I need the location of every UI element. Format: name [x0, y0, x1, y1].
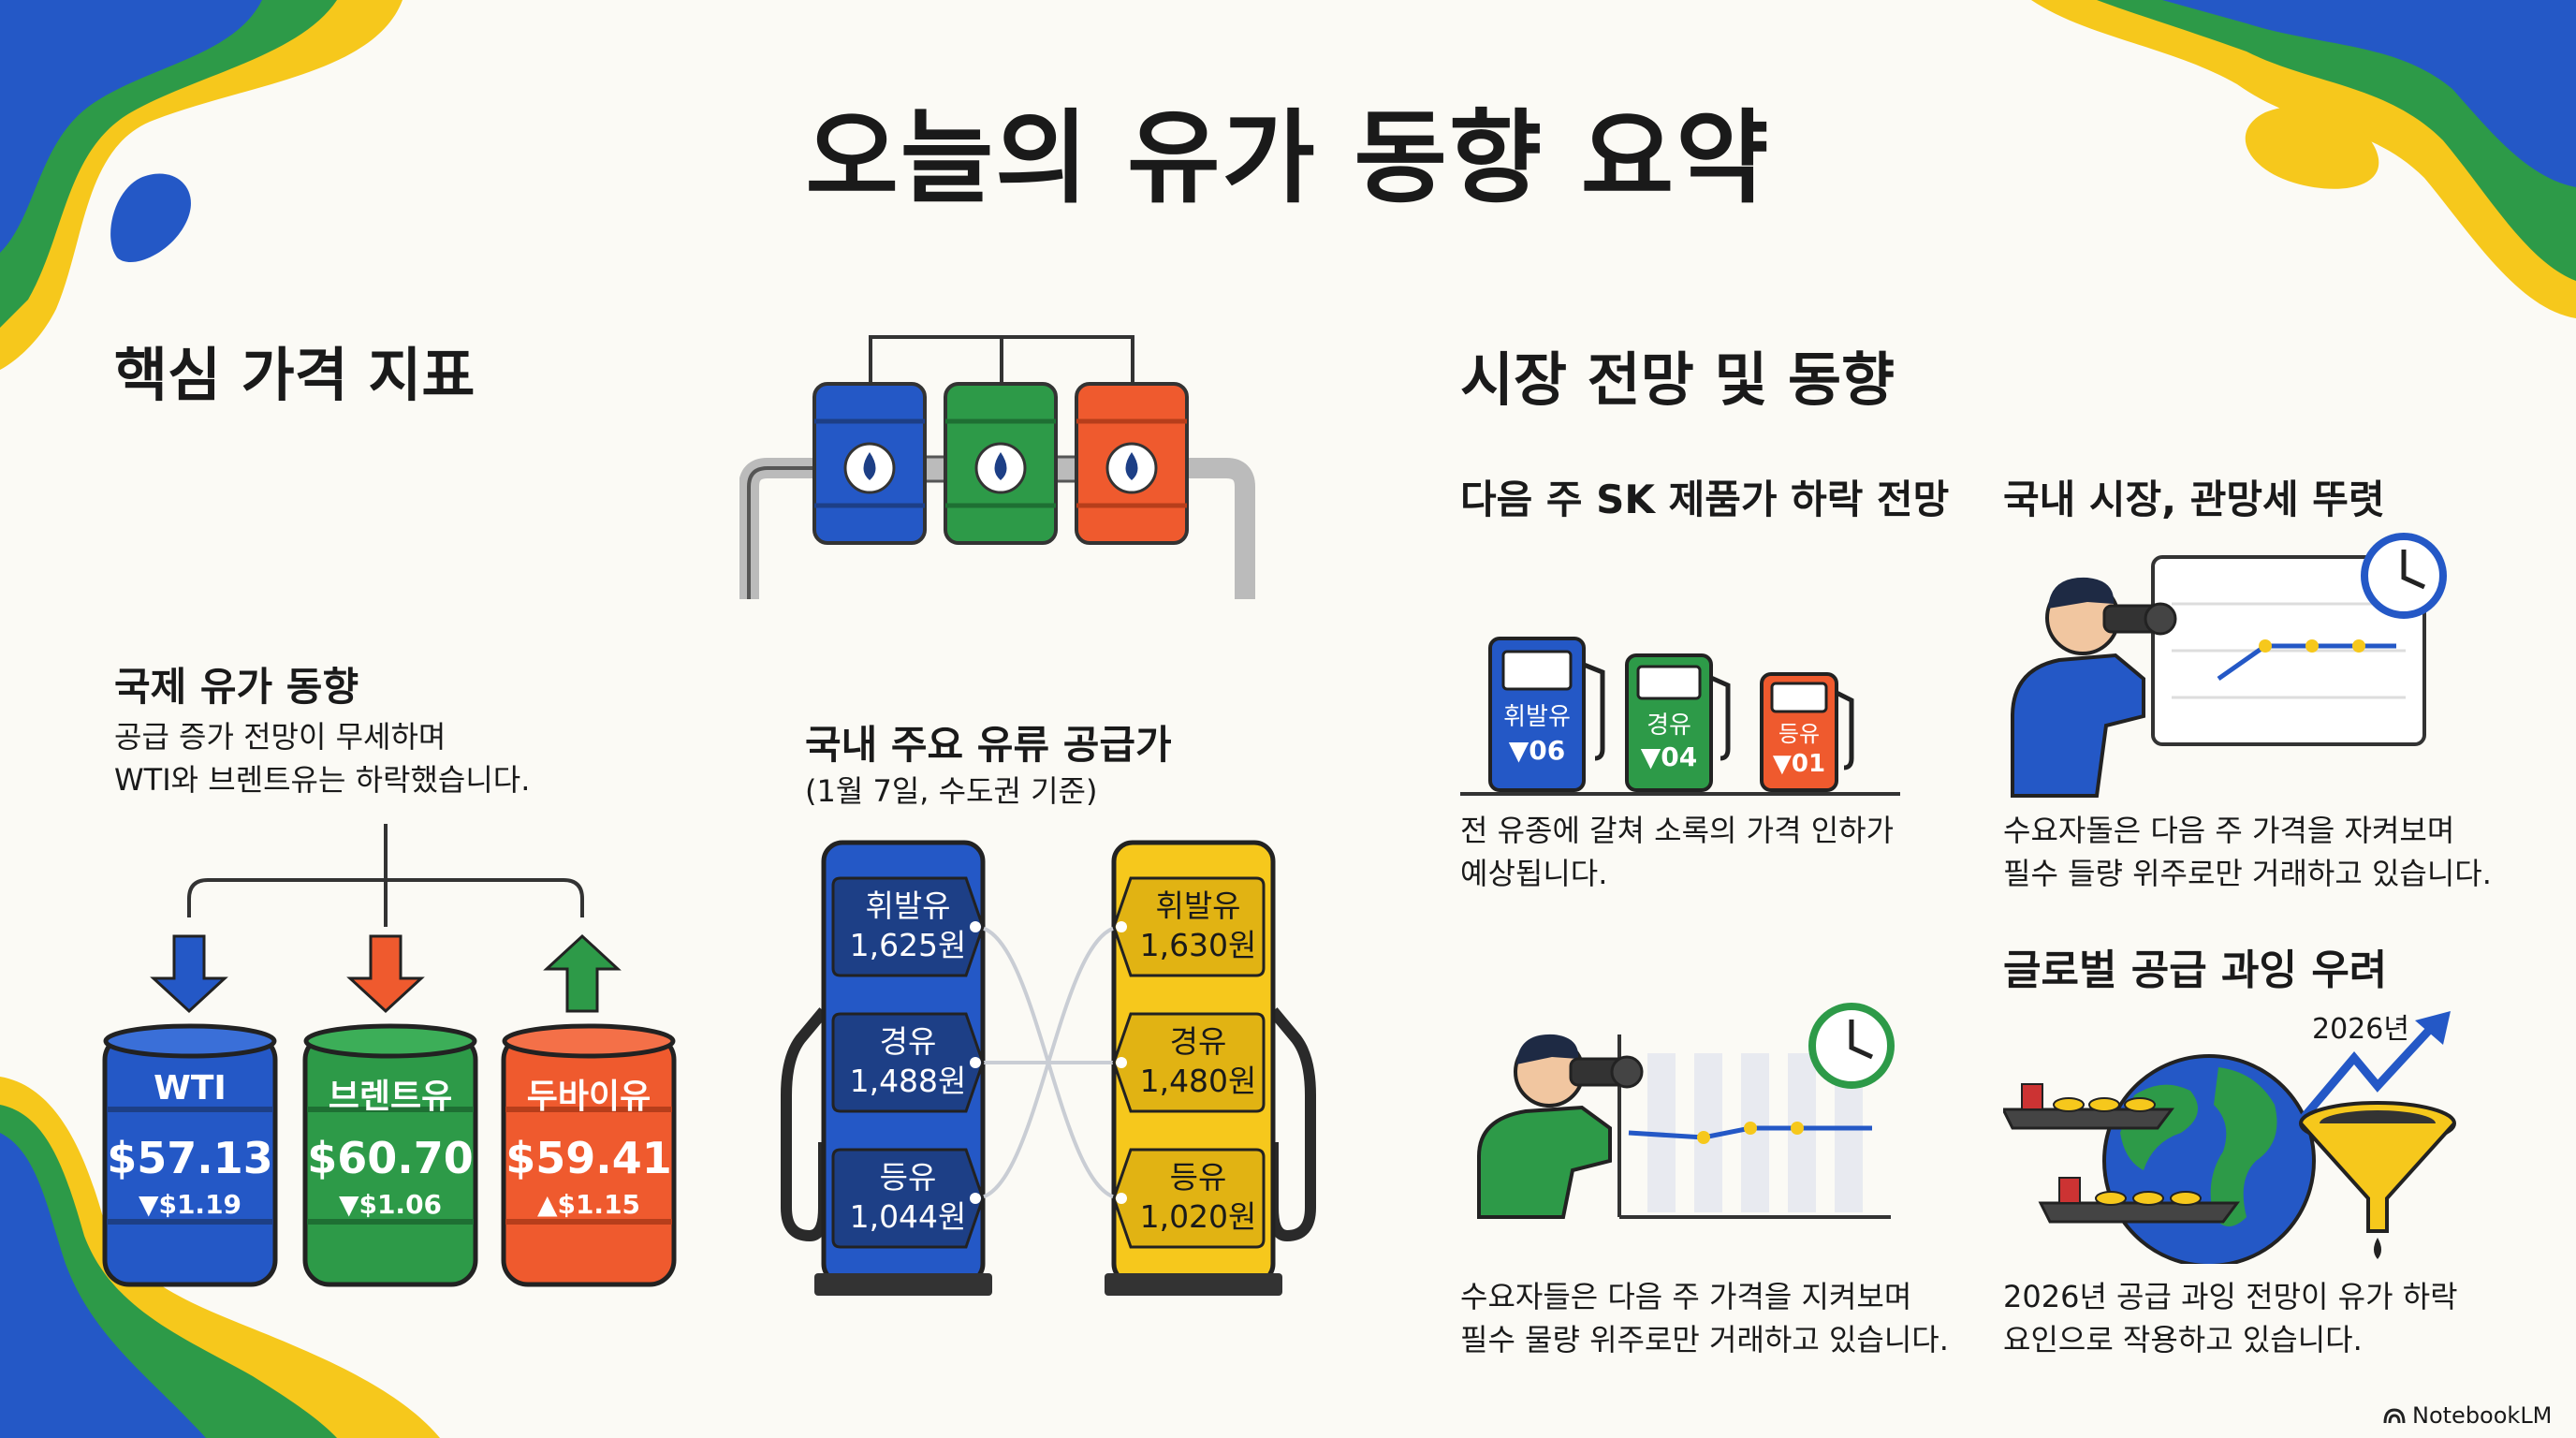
bottom-left-blob — [0, 1077, 440, 1438]
section-title-key-price: 핵심 가격 지표 — [114, 341, 476, 409]
pipeline-barrel-blue — [812, 382, 927, 545]
watch-clock-icon — [2361, 533, 2447, 619]
sk-pump-kerosene-fuel: 등유 — [1778, 721, 1821, 747]
glut-year-label: 2026년 — [2312, 1013, 2409, 1046]
right-tag-gasoline-price: 1,630원 — [1139, 927, 1257, 963]
right-tag-diesel-price: 1,480원 — [1139, 1063, 1257, 1099]
glut-desc-line2: 요인으로 작용하고 있습니다. — [2003, 1322, 2363, 1357]
right-tag-kerosene: 등유 1,020원 — [1123, 1150, 1273, 1247]
left-tag-gasoline-price: 1,625원 — [849, 927, 967, 963]
intl-heading: 국제 유가 동향 — [114, 664, 359, 710]
brand-label: NotebookLM — [2412, 1402, 2553, 1429]
trend-up-arrow-icon — [2299, 1011, 2451, 1122]
intl-bracket-arrows — [150, 824, 622, 1014]
right-tag-kerosene-fuel: 등유 — [1169, 1159, 1227, 1196]
section-title-market: 시장 전망 및 동향 — [1460, 345, 1895, 414]
domestic-heading: 국내 주요 유류 공급가 — [805, 722, 1172, 768]
intl-desc-line1: 공급 증가 전망이 무세하며 — [114, 719, 446, 755]
top-right-blob — [2031, 0, 2576, 318]
barrel-brent-change: ▼$1.06 — [338, 1189, 443, 1220]
sk-desc-line1: 전 유종에 갈쳐 소록의 가격 인하가 — [1460, 813, 1895, 848]
barrel-wti-name: WTI — [154, 1069, 227, 1108]
brand-mark: NotebookLM — [2382, 1401, 2552, 1431]
notebooklm-logo-icon — [2383, 1408, 2406, 1424]
right-tag-kerosene-price: 1,020원 — [1139, 1198, 1257, 1235]
right-tag-gasoline: 휘발유 1,630원 — [1123, 878, 1273, 976]
left-tag-diesel-price: 1,488원 — [849, 1063, 967, 1099]
watch-illustration — [2011, 533, 2447, 798]
sk-pump-kerosene — [1760, 672, 1854, 792]
fuel-pumps-illustration — [781, 840, 1316, 1296]
barrels-pipeline-illustration — [739, 335, 1255, 599]
barrel-dubai-change: ▲$1.15 — [536, 1189, 641, 1220]
left-tag-kerosene-fuel: 등유 — [879, 1159, 937, 1196]
page-title: 오늘의 유가 동향 요약 — [805, 100, 1771, 217]
top-left-blob — [0, 0, 402, 370]
sk-pump-gasoline-text: 휘발유 ▼06 — [1490, 700, 1584, 768]
watch-person-icon — [2011, 577, 2177, 798]
left-tag-gasoline: 휘발유 1,625원 — [833, 878, 983, 976]
pipeline-barrel-orange — [1075, 382, 1189, 545]
sk-pump-diesel-change: ▼04 — [1640, 741, 1698, 772]
wti-down-arrow — [150, 934, 228, 1014]
funnel-icon — [2299, 1101, 2456, 1259]
barrel-brent-price: $60.70 — [307, 1133, 474, 1183]
sk-pump-diesel — [1625, 653, 1731, 792]
watch-desc-line2: 필수 들량 위주로만 거래하고 있습니다. — [2003, 856, 2492, 891]
bottom-watch-illustration — [1477, 1003, 1895, 1219]
barrel-dubai-name: 두바이유 — [526, 1078, 651, 1116]
intl-desc-line2: WTI와 브렌트유는 하락했습니다. — [114, 762, 531, 798]
right-tag-diesel-fuel: 경유 — [1169, 1023, 1227, 1060]
dubai-up-arrow — [543, 933, 622, 1013]
brent-down-arrow — [346, 934, 425, 1014]
bottom-watch-desc-line1: 수요자들은 다음 주 가격을 지켜보며 — [1460, 1279, 1912, 1314]
sk-pump-gasoline-fuel: 휘발유 — [1503, 703, 1571, 731]
globe-icon — [2102, 1054, 2316, 1264]
tanker-ship-icon — [2003, 1083, 2174, 1130]
sk-heading: 다음 주 SK 제품가 하락 전망 — [1460, 477, 1950, 522]
right-tag-diesel: 경유 1,480원 — [1123, 1014, 1273, 1111]
glut-desc-line1: 2026년 공급 과잉 전망이 유가 하락 — [2003, 1279, 2458, 1314]
left-tag-gasoline-fuel: 휘발유 — [865, 888, 951, 924]
left-tag-kerosene-price: 1,044원 — [849, 1198, 967, 1235]
domestic-subheading: (1월 7일, 수도권 기준) — [805, 773, 1098, 809]
right-tag-gasoline-fuel: 휘발유 — [1155, 888, 1241, 924]
barrel-wti-change: ▼$1.19 — [138, 1189, 242, 1220]
barrel-brent-name: 브렌트유 — [328, 1078, 453, 1116]
left-tag-kerosene: 등유 1,044원 — [833, 1150, 983, 1247]
bottom-watch-desc-line2: 필수 물량 위주로만 거래하고 있습니다. — [1460, 1322, 1949, 1357]
barrel-wti: WTI $57.13 ▼$1.19 — [101, 1020, 279, 1292]
barrel-brent: 브렌트유 $60.70 ▼$1.06 — [301, 1020, 479, 1292]
sk-pump-gasoline-change: ▼06 — [1508, 735, 1566, 766]
sk-desc-line2: 예상됩니다. — [1460, 856, 1608, 891]
watch-desc-line1: 수요자돌은 다음 주 가격을 자켜보며 — [2003, 813, 2455, 848]
left-tag-diesel-fuel: 경유 — [879, 1023, 937, 1060]
barrel-wti-price: $57.13 — [107, 1133, 273, 1183]
bottom-clock-icon — [1808, 1003, 1895, 1089]
sk-pump-kerosene-text: 등유 ▼01 — [1762, 719, 1837, 779]
barrel-dubai: 두바이유 $59.41 ▲$1.15 — [500, 1020, 678, 1292]
glut-illustration — [2003, 1011, 2456, 1264]
pipeline-barrel-green — [944, 382, 1058, 545]
sk-pump-kerosene-change: ▼01 — [1772, 750, 1826, 778]
sk-pump-diesel-text: 경유 ▼04 — [1627, 710, 1711, 773]
glut-heading: 글로벌 공급 과잉 우려 — [2003, 946, 2388, 994]
bottom-person-icon — [1477, 1034, 1644, 1219]
barrel-dubai-price: $59.41 — [505, 1133, 672, 1183]
tanker-ship-icon-2 — [2038, 1177, 2240, 1224]
sk-pump-diesel-fuel: 경유 — [1647, 712, 1691, 740]
watch-heading: 국내 시장, 관망세 뚜렷 — [2003, 477, 2385, 522]
sk-pump-gasoline — [1488, 637, 1605, 792]
left-tag-diesel: 경유 1,488원 — [833, 1014, 983, 1111]
sk-pumps-illustration — [1460, 637, 1900, 796]
